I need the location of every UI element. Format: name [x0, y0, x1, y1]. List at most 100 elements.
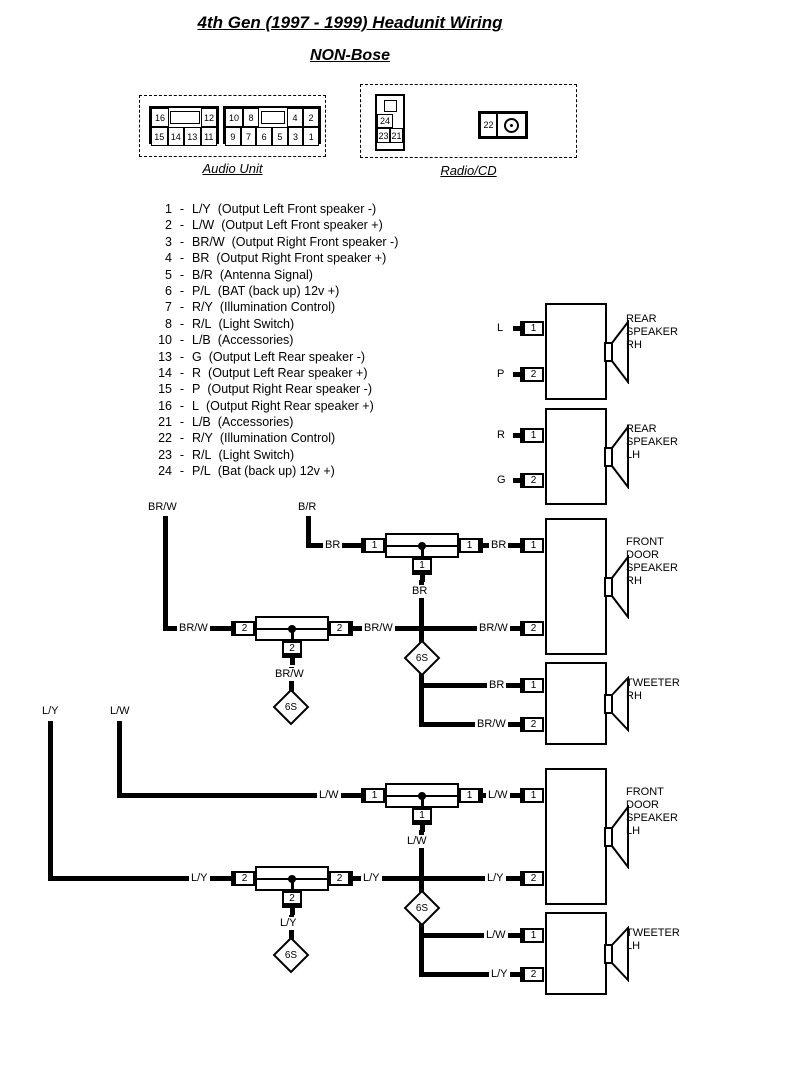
plug-junction-brw-bottom: 2	[282, 641, 302, 665]
splice-6s: 6S	[272, 688, 310, 726]
pin-desc: (Illumination Control)	[219, 431, 336, 446]
pin-cell: 3	[287, 127, 304, 146]
wire-label-lw: L/W	[486, 789, 510, 802]
pin-separator: -	[179, 464, 185, 479]
plug-junction-ly-right: 2	[329, 871, 360, 886]
wire-brw-row2-right	[360, 626, 513, 631]
pin-desc: (Accessories)	[217, 333, 294, 348]
pin-cell: 14	[167, 127, 184, 146]
wire-brw-vertical	[163, 516, 168, 631]
plug-junction-brw-left: 2	[224, 621, 255, 636]
pin-wire: B/R	[192, 267, 213, 282]
splice-6s: 6S	[272, 936, 310, 974]
wire-label-lw: L/W	[405, 835, 429, 848]
pin-list-row: 4-BR(Output Right Front speaker +)	[0, 251, 398, 267]
pin-number: 5	[165, 267, 172, 282]
pin-separator: -	[179, 267, 185, 282]
plug-pin-number: 1	[361, 538, 385, 553]
pin-cell: 7	[240, 127, 257, 146]
plug-front-lh-2: 2	[513, 871, 544, 886]
pin-cell: 11	[200, 127, 217, 146]
plug-junction-brw-right: 2	[329, 621, 360, 636]
splice-6s: 6S	[403, 889, 441, 927]
splice-label: 6S	[284, 949, 298, 961]
pin-cell: 16	[151, 108, 169, 127]
wire-label-l: L	[497, 322, 504, 334]
wire-ly-row2-left	[48, 876, 224, 881]
wire-label-br-slash: B/R	[296, 501, 319, 514]
wire-label-br: BR	[410, 585, 430, 598]
plug-pin-number: 1	[520, 788, 544, 803]
plug-rear-rh-2: 2	[513, 367, 544, 382]
pin-desc: (Output Left Front speaker -)	[217, 202, 377, 216]
pin-list-row: 23-R/L(Light Switch)	[0, 448, 398, 464]
audio-unit-label: Audio Unit	[202, 161, 263, 176]
pin-wire: R/L	[192, 316, 212, 331]
radio-cd-connector-right: 22	[478, 111, 528, 139]
plug-pin-number: 1	[361, 788, 385, 803]
speaker-tweeter-rh	[545, 662, 629, 745]
plug-tweeter-lh-1: 1	[513, 928, 544, 943]
wire-label-r: R	[497, 429, 505, 441]
plug-tweeter-rh-1: 1	[513, 678, 544, 693]
pin-separator: -	[179, 447, 185, 462]
radio-cd-label: Radio/CD	[440, 163, 497, 178]
plug-rear-lh-1: 1	[513, 428, 544, 443]
wire-lw-row1-left	[117, 793, 354, 798]
pin-wire: R	[192, 365, 202, 380]
plug-pin-number: 1	[459, 538, 483, 553]
radio-cd-connector-outline: 24 23 21 22	[360, 84, 577, 158]
plug-pin-number: 1	[412, 808, 432, 825]
speaker-rear-lh	[545, 408, 629, 505]
pin-cell: 1	[303, 127, 320, 146]
wire-label-ly: L/Y	[278, 917, 299, 930]
pin-number: 24	[158, 464, 172, 479]
wire-br-center-lower	[419, 658, 424, 727]
pin-wire: BR/W	[192, 234, 225, 249]
pin-cell: 6	[256, 127, 273, 146]
plug-junction-br-left: 1	[354, 538, 385, 553]
pin-separator: -	[179, 365, 185, 380]
plug-pin-number: 2	[329, 621, 353, 636]
pin-cell: 2	[303, 108, 319, 127]
pin-number: 3	[165, 234, 172, 249]
pin-separator: -	[179, 316, 185, 331]
pin-list-row: 1-L/Y(Output Left Front speaker -)	[0, 202, 398, 218]
pin-list: 1-L/Y(Output Left Front speaker -) 2-L/W…	[0, 202, 398, 481]
plug-rear-rh-1: 1	[513, 321, 544, 336]
pin-wire: G	[192, 349, 202, 364]
wire-label-p: P	[497, 368, 505, 380]
wire-tweeter-lh-1	[419, 933, 515, 938]
radio-cd-connector-left: 24 23 21	[375, 94, 405, 151]
plug-pin-number: 1	[412, 558, 432, 575]
connector-key-slot	[383, 100, 397, 112]
plug-junction-ly-bottom: 2	[282, 891, 302, 915]
pin-list-row: 7-R/Y(Illumination Control)	[0, 300, 398, 316]
pin-desc: (Output Left Rear speaker +)	[208, 365, 368, 380]
plug-pin-number: 2	[520, 473, 544, 488]
pin-list-row: 6-P/L(BAT (back up) 12v +)	[0, 284, 398, 300]
audio-unit-connector-left: 16 12 15 14 13 11	[149, 106, 219, 146]
pin-number: 14	[158, 365, 172, 380]
plug-pin-number: 2	[282, 641, 302, 658]
audio-unit-connector-right: 10 8 4 2 9 7 6 5 3 1	[223, 106, 321, 146]
pin-separator: -	[179, 251, 185, 266]
wire-ly-vertical	[48, 721, 53, 881]
wire-ly-row2-right	[360, 876, 513, 881]
pin-desc: (Output Right Front speaker +)	[216, 251, 387, 266]
wire-label-g: G	[497, 474, 506, 486]
speaker-front-door-lh	[545, 768, 629, 905]
pin-wire: L/B	[192, 415, 211, 430]
plug-junction-ly-left: 2	[224, 871, 255, 886]
splice-6s: 6S	[403, 639, 441, 677]
pin-list-row: 10-L/B(Accessories)	[0, 333, 398, 349]
connector-row: 22	[480, 113, 526, 137]
pin-desc: (Accessories)	[217, 415, 294, 430]
junction-connector-ly	[255, 866, 329, 891]
pin-list-row: 24-P/L(Bat (back up) 12v +)	[0, 464, 398, 480]
connector-row: 23 21	[377, 128, 403, 143]
